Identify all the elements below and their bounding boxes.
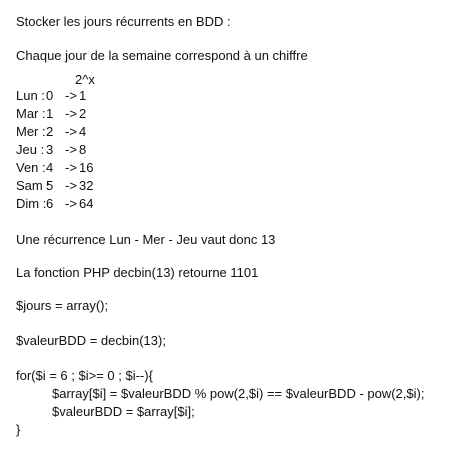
code-line-valeur-assign: $valeurBDD = $array[$i]; <box>52 404 195 419</box>
day-name: Sam : <box>16 178 50 193</box>
code-line-for: for($i = 6 ; $i>= 0 ; $i--){ <box>16 368 153 383</box>
arrow-symbol: -> <box>65 106 77 121</box>
arrow-symbol: -> <box>65 124 77 139</box>
day-power-value: 4 <box>79 124 87 139</box>
day-row: Mer :2 ->4 <box>16 124 86 140</box>
arrow-symbol: -> <box>65 142 77 157</box>
day-index: 0 <box>46 88 54 103</box>
day-power-value: 2 <box>79 106 87 121</box>
day-index: 6 <box>46 196 54 211</box>
code-line-close-brace: } <box>16 422 21 437</box>
arrow-symbol: -> <box>65 88 77 103</box>
intro-text: Chaque jour de la semaine correspond à u… <box>16 48 308 63</box>
day-row: Mar :1 ->2 <box>16 106 86 122</box>
day-name: Ven : <box>16 160 46 175</box>
day-index: 1 <box>46 106 54 121</box>
day-index: 4 <box>46 160 54 175</box>
day-name: Dim : <box>16 196 47 211</box>
arrow-symbol: -> <box>65 160 77 175</box>
day-index: 5 <box>46 178 54 193</box>
day-row: Dim :6 ->64 <box>16 196 93 212</box>
day-name: Lun : <box>16 88 45 103</box>
day-row: Ven :4 ->16 <box>16 160 93 176</box>
code-line-jours: $jours = array(); <box>16 298 109 313</box>
day-power-value: 1 <box>79 88 87 103</box>
day-power-value: 32 <box>79 178 94 193</box>
code-line-array-assign: $array[$i] = $valeurBDD % pow(2,$i) == $… <box>52 386 425 401</box>
day-index: 3 <box>46 142 54 157</box>
day-name: Mer : <box>16 124 46 139</box>
example-text: Une récurrence Lun - Mer - Jeu vaut donc… <box>16 232 276 247</box>
power-header: 2^x <box>75 72 95 87</box>
day-name: Jeu : <box>16 142 45 157</box>
day-row: Lun :0 ->1 <box>16 88 86 104</box>
day-power-value: 16 <box>79 160 94 175</box>
day-row: Sam :5 ->32 <box>16 178 93 194</box>
php-note-text: La fonction PHP decbin(13) retourne 1101 <box>16 265 259 280</box>
arrow-symbol: -> <box>65 196 77 211</box>
day-index: 2 <box>46 124 54 139</box>
arrow-symbol: -> <box>65 178 77 193</box>
day-power-value: 8 <box>79 142 87 157</box>
day-row: Jeu :3 ->8 <box>16 142 86 158</box>
day-power-value: 64 <box>79 196 94 211</box>
code-line-valeur: $valeurBDD = decbin(13); <box>16 333 166 348</box>
document-title: Stocker les jours récurrents en BDD : <box>16 14 231 29</box>
day-name: Mar : <box>16 106 46 121</box>
